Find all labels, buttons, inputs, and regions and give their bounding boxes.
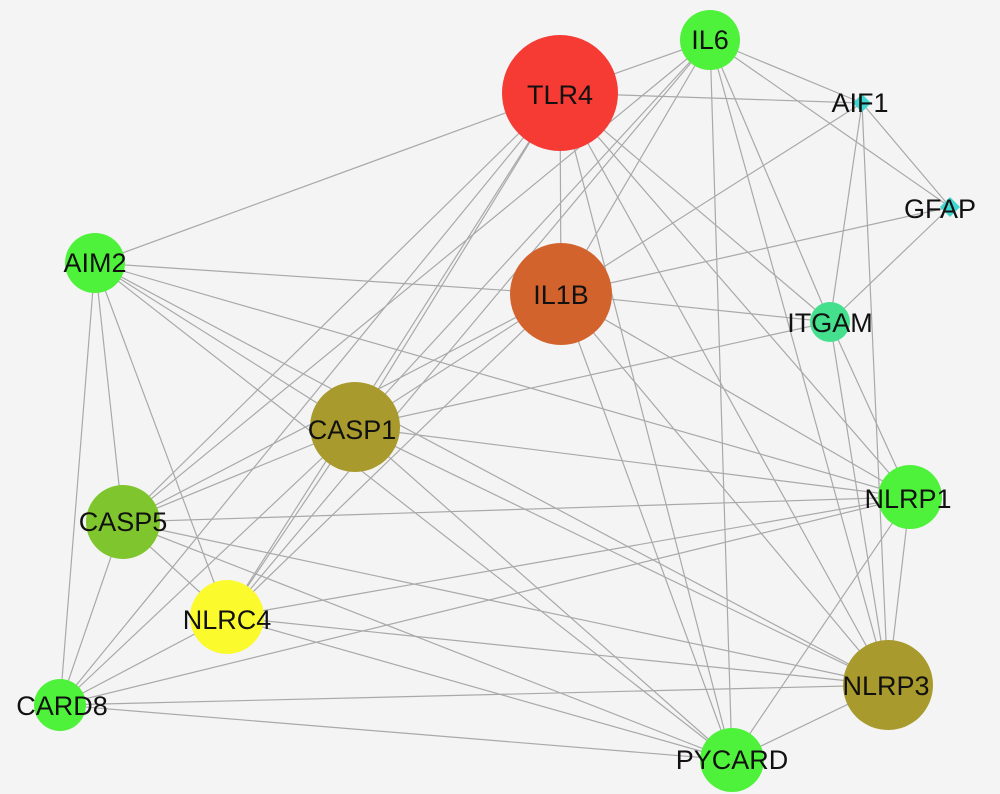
edge-aim2-nlrc4 [94, 262, 228, 618]
edge-casp5-nlrp1 [122, 496, 911, 523]
node-label-card8: CARD8 [16, 691, 108, 721]
edge-aim2-casp1 [94, 262, 356, 428]
node-label-tlr4: TLR4 [527, 80, 593, 110]
node-aim2[interactable] [65, 233, 125, 293]
edge-casp5-pycard [122, 521, 733, 761]
node-label-aim2: AIM2 [63, 248, 126, 278]
node-casp1[interactable] [310, 382, 400, 472]
edge-il6-itgam [709, 39, 831, 323]
edge-nlrc4-nlrp3 [226, 616, 889, 686]
edge-gfap-il1b [560, 206, 951, 295]
edge-il1b-nlrc4 [226, 293, 562, 618]
edge-itgam-casp1 [354, 321, 831, 428]
edge-il6-casp1 [354, 39, 711, 428]
edge-card8-nlrp1 [59, 496, 911, 706]
edge-nlrc4-pycard [226, 616, 733, 761]
edge-casp1-nlrp3 [354, 426, 889, 686]
node-label-nlrc4: NLRC4 [183, 605, 272, 635]
edge-aim2-casp5 [94, 262, 124, 523]
node-label-pycard: PYCARD [676, 745, 789, 775]
edge-il1b-nlrp3 [560, 293, 889, 686]
edge-il6-pycard [709, 39, 733, 761]
edge-tlr4-casp1 [354, 92, 561, 428]
node-label-casp5: CASP5 [79, 507, 168, 537]
edge-gfap-itgam [829, 206, 951, 323]
node-casp5[interactable] [86, 485, 160, 559]
edge-il6-nlrp3 [709, 39, 889, 686]
edge-itgam-nlrp3 [829, 321, 889, 686]
node-nlrp1[interactable] [878, 465, 942, 529]
node-gfap[interactable] [940, 197, 960, 217]
edge-il6-nlrc4 [226, 39, 711, 618]
node-pycard[interactable] [700, 728, 764, 792]
node-label-nlrp3: NLRP3 [842, 671, 929, 701]
node-aif1[interactable] [853, 94, 871, 112]
edge-aif1-gfap [861, 102, 951, 208]
edge-tlr4-pycard [559, 92, 733, 761]
edge-casp1-pycard [354, 426, 733, 761]
edge-aim2-nlrp3 [94, 262, 889, 686]
edge-aif1-nlrp3 [861, 102, 889, 686]
edge-il1b-pycard [560, 293, 733, 761]
edge-aif1-il1b [560, 102, 863, 295]
edge-il6-casp5 [122, 39, 711, 523]
edges-layer [59, 39, 951, 761]
edge-itgam-nlrp1 [829, 321, 911, 498]
edge-tlr4-aim2 [94, 92, 561, 264]
node-nlrc4[interactable] [190, 580, 264, 654]
node-il1b[interactable] [510, 243, 612, 345]
edge-tlr4-nlrc4 [226, 92, 561, 618]
edge-card8-pycard [59, 704, 733, 761]
labels-layer: TLR4IL6AIF1GFAPITGAMIL1BAIM2CASP1CASP5NL… [16, 25, 976, 775]
edge-aim2-pycard [94, 262, 733, 761]
nodes-layer [34, 10, 960, 792]
node-label-itgam: ITGAM [787, 308, 873, 338]
edge-casp1-nlrp1 [354, 426, 911, 498]
edge-tlr4-nlrp1 [559, 92, 911, 498]
node-label-il6: IL6 [691, 25, 729, 55]
node-label-il1b: IL1B [533, 280, 589, 310]
edge-il1b-aim2 [94, 262, 562, 295]
edge-nlrp1-pycard [731, 496, 911, 761]
edge-casp5-nlrp3 [122, 521, 889, 686]
node-label-gfap: GFAP [904, 194, 976, 224]
node-label-aif1: AIF1 [831, 88, 888, 118]
edge-tlr4-casp5 [122, 92, 561, 523]
edge-card8-nlrp3 [59, 684, 889, 706]
edge-aim2-nlrp1 [94, 262, 911, 498]
node-nlrp3[interactable] [843, 640, 933, 730]
edge-tlr4-itgam [559, 92, 831, 323]
edge-il1b-nlrp1 [560, 293, 911, 498]
node-card8[interactable] [34, 679, 86, 731]
edge-aif1-itgam [829, 102, 863, 323]
node-label-casp1: CASP1 [308, 415, 397, 445]
edge-nlrc4-nlrp1 [226, 496, 911, 618]
node-label-nlrp1: NLRP1 [864, 484, 951, 514]
node-itgam[interactable] [810, 302, 850, 342]
edge-casp1-card8 [59, 426, 356, 706]
node-tlr4[interactable] [502, 35, 618, 151]
edge-aim2-card8 [59, 262, 96, 706]
node-il6[interactable] [680, 10, 740, 70]
